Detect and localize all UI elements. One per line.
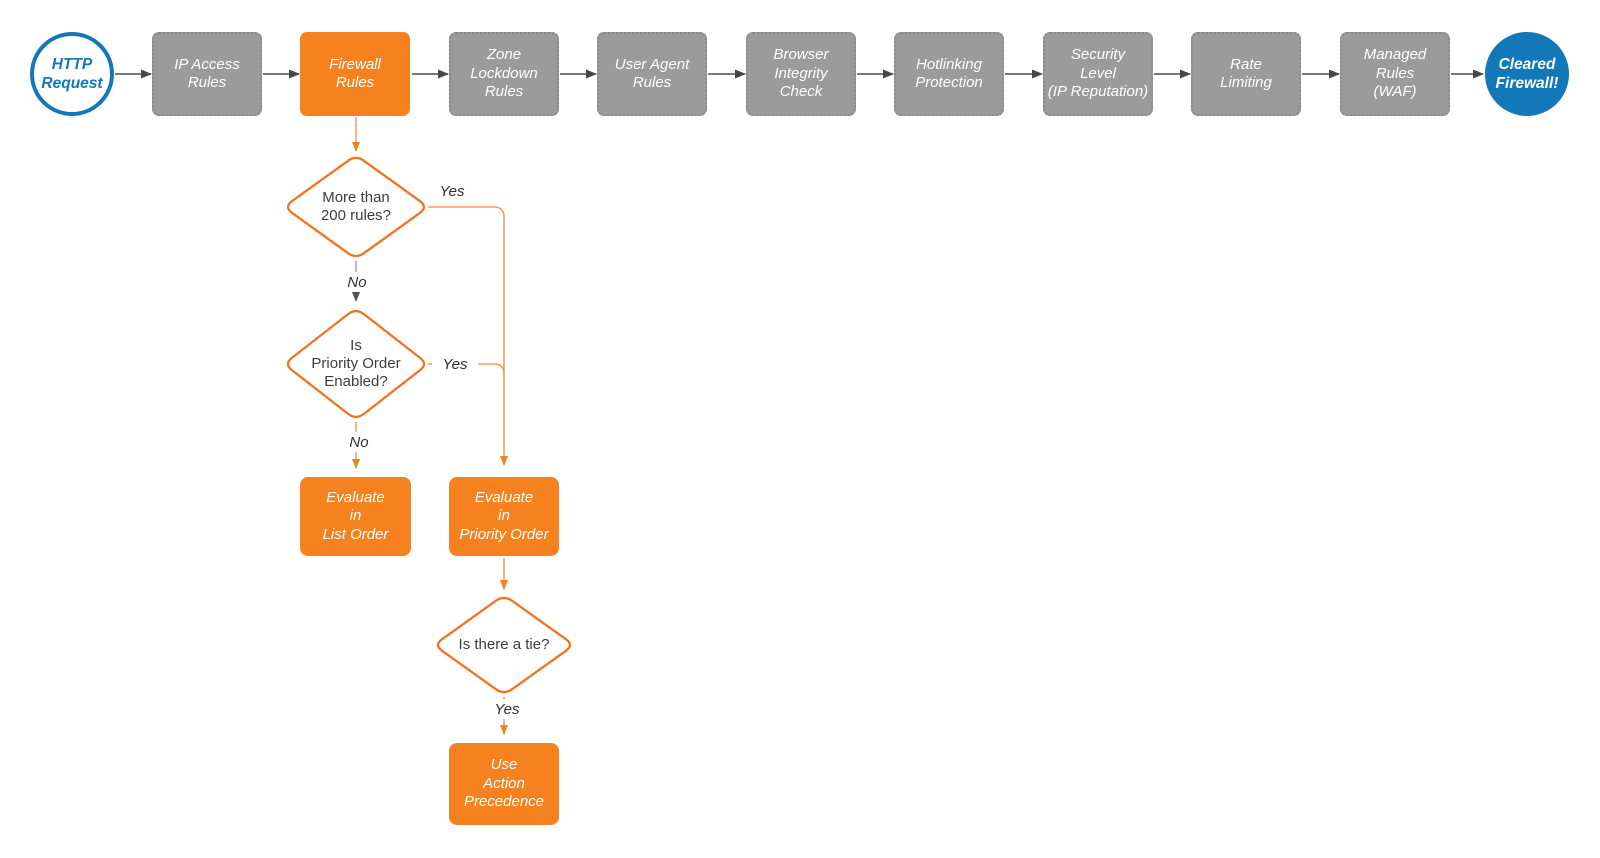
decision-tie-label: Is there a tie? [458, 636, 550, 653]
action-evaluate-priority-order: Evaluate in Priority Order [449, 477, 559, 556]
action-evaluate-list-order: Evaluate in List Order [300, 477, 411, 556]
action-use-action-precedence: Use Action Precedence [449, 743, 559, 825]
step-ip-access-rules: IP Access Rules [152, 32, 262, 116]
edge-label-no1: No [338, 272, 376, 292]
decision-more-than-200-shape [286, 156, 426, 258]
decision-priority-enabled-label: Is Priority Order Enabled? [311, 337, 401, 390]
decision-tie-shape [436, 596, 572, 694]
step-firewall-rules: Firewall Rules [300, 32, 410, 116]
node-http-request: HTTP Request [30, 32, 114, 116]
step-user-agent-rules: User Agent Rules [597, 32, 707, 116]
step-zone-lockdown-rules: Zone Lockdown Rules [449, 32, 559, 116]
step-managed-rules-waf: Managed Rules (WAF) [1340, 32, 1450, 116]
node-cleared-firewall: Cleared Firewall! [1485, 32, 1569, 116]
edge-label-yes1: Yes [439, 182, 465, 200]
edge-label-yes3: Yes [484, 699, 530, 719]
decision-more-than-200-label: More than 200 rules? [320, 189, 392, 224]
step-browser-integrity-check: Browser Integrity Check [746, 32, 856, 116]
edge-label-yes2: Yes [432, 354, 478, 374]
step-rate-limiting: Rate Limiting [1191, 32, 1301, 116]
decision-priority-enabled-shape [286, 309, 426, 419]
edge-label-no2: No [340, 432, 378, 452]
edge-yes1-to-priority-order [428, 206, 508, 466]
step-security-level: Security Level (IP Reputation) [1043, 32, 1153, 116]
edge-yes2-merge [428, 363, 505, 382]
step-hotlinking-protection: Hotlinking Protection [894, 32, 1004, 116]
